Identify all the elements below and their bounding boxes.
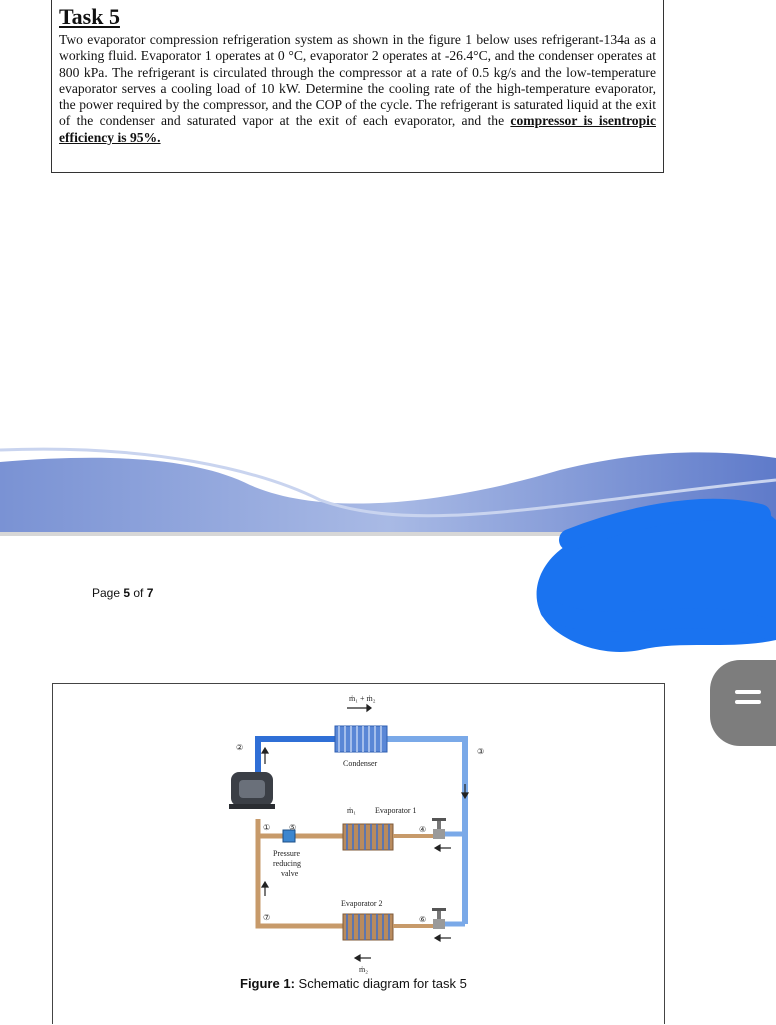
page-prefix: Page <box>92 586 124 600</box>
side-panel-handle[interactable] <box>710 660 776 746</box>
evaporator2-coil <box>342 913 394 941</box>
state-5: ⑤ <box>289 823 296 832</box>
page-number: Page 5 of 7 <box>92 586 153 600</box>
page-current: 5 <box>123 586 131 600</box>
figure-caption: Figure 1: Schematic diagram for task 5 <box>240 976 467 991</box>
task-box: Task 5 Two evaporator compression refrig… <box>51 0 664 173</box>
state-2: ② <box>236 743 243 752</box>
figure-caption-label: Figure 1: <box>240 976 295 991</box>
task-text-emphasis: compressor is isentropic efficiency is 9… <box>59 113 656 145</box>
task-description: Two evaporator compression refrigeration… <box>59 32 656 146</box>
page-divider-wave <box>0 447 776 536</box>
label-evaporator2: Evaporator 2 <box>341 899 383 908</box>
flow-arrows <box>260 703 470 963</box>
label-m2: ṁ₂ <box>359 965 368 974</box>
state-3: ③ <box>477 747 484 756</box>
state-1: ① <box>263 823 270 832</box>
condenser-coil <box>334 725 388 753</box>
label-pressure-2: reducing <box>273 859 301 868</box>
expansion-valve1-icon <box>432 818 446 839</box>
state-4: ④ <box>419 825 426 834</box>
label-evaporator1: Evaporator 1 <box>375 806 417 815</box>
label-pressure-1: Pressure <box>273 849 301 858</box>
compressor-icon <box>229 772 275 809</box>
redaction-scribble <box>536 498 776 652</box>
task-text-main: Two evaporator compression refrigeration… <box>59 32 656 129</box>
handle-bars-icon <box>735 690 761 710</box>
state-7: ⑦ <box>263 913 270 922</box>
evaporator1-coil <box>342 823 394 851</box>
expansion-valve2-icon <box>432 908 446 929</box>
task-title: Task 5 <box>59 4 120 29</box>
label-mass-flow-total: ṁ₁ + ṁ₂ <box>349 694 376 703</box>
refrigeration-schematic: ṁ₁ + ṁ₂ Condenser ṁ₁ Evaporator 1 Pre… <box>229 694 484 974</box>
figure-box: ṁ₁ + ṁ₂ Condenser ṁ₁ Evaporator 1 Pre… <box>52 683 665 1024</box>
pressure-reducing-valve-icon <box>282 829 296 843</box>
figure-caption-text: Schematic diagram for task 5 <box>294 976 467 991</box>
page-of: of <box>130 586 147 600</box>
state-6: ⑥ <box>419 915 426 924</box>
label-m1: ṁ₁ <box>347 806 356 815</box>
label-condenser: Condenser <box>343 759 378 768</box>
label-pressure-3: valve <box>281 869 299 878</box>
liquid-line <box>387 736 468 924</box>
page-total: 7 <box>146 586 154 600</box>
